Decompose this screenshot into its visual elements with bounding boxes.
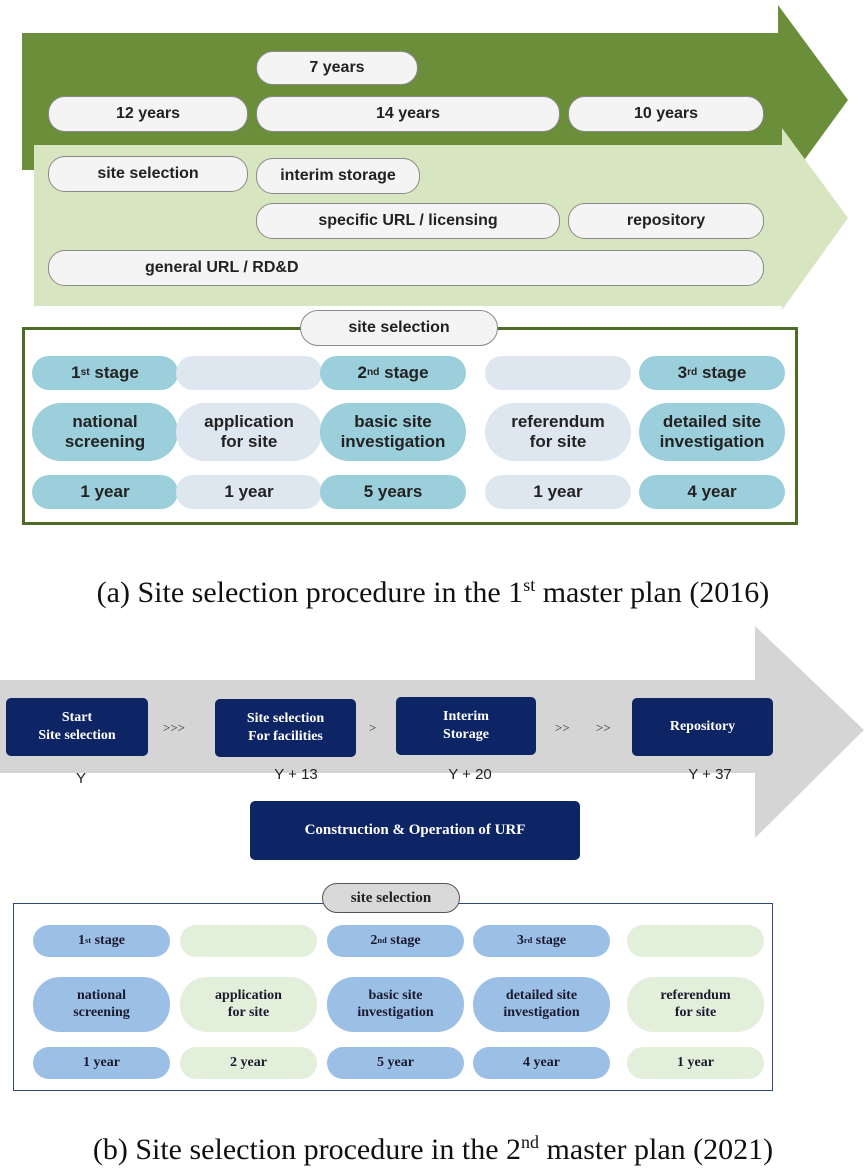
activity-line: detailed site bbox=[505, 987, 578, 1003]
milestone-4: Repository bbox=[632, 698, 773, 756]
panel-b-stage-duration-2: 2 year bbox=[180, 1047, 317, 1079]
panel-b-box-title: site selection bbox=[322, 883, 460, 913]
panel-b-stage-duration-3: 5 year bbox=[327, 1047, 464, 1079]
panel-a-stage-duration-1: 1 year bbox=[32, 475, 178, 509]
panel-b-stage-duration-1: 1 year bbox=[33, 1047, 170, 1079]
stage-word: stage bbox=[89, 362, 139, 382]
stage-number: 2 bbox=[357, 362, 367, 382]
arrow-2: > bbox=[369, 720, 377, 735]
year-2: Y + 13 bbox=[274, 766, 318, 783]
activity-line: national bbox=[76, 987, 126, 1003]
activity-line: referendum bbox=[511, 411, 605, 431]
activity-line: for site bbox=[220, 432, 278, 451]
panel-b-stage-duration-5: 1 year bbox=[627, 1047, 764, 1079]
stage-suffix: rd bbox=[687, 366, 698, 378]
activity-line: screening bbox=[73, 1004, 130, 1020]
arrow-3: >> bbox=[555, 720, 570, 735]
timeline-label-2: 14 years bbox=[256, 96, 560, 132]
timeline-label-1: 12 years bbox=[48, 96, 248, 132]
caption-a: (a) Site selection procedure in the 1st … bbox=[96, 575, 770, 609]
repository-activity: repository bbox=[568, 203, 764, 239]
panel-a-stage-duration-2: 1 year bbox=[176, 475, 322, 509]
year-4: Y + 37 bbox=[688, 766, 732, 783]
stage-number: 2 bbox=[370, 932, 378, 948]
panel-b-stage-duration-4: 4 year bbox=[473, 1047, 610, 1079]
activity-line: investigation bbox=[503, 1004, 580, 1020]
arrow-4: >> bbox=[596, 720, 611, 735]
activity-line: basic site bbox=[368, 987, 423, 1003]
caption-b: (b) Site selection procedure in the 2nd … bbox=[92, 1132, 774, 1166]
stage-word: stage bbox=[379, 362, 429, 382]
year-3: Y + 20 bbox=[448, 766, 492, 783]
stage-word: stage bbox=[91, 932, 125, 948]
panel-b-stage-label-5 bbox=[627, 925, 764, 957]
activity-line: screening bbox=[64, 432, 146, 451]
activity-line: national bbox=[72, 411, 138, 431]
general-url-bar: general URL / RD&D bbox=[48, 250, 764, 286]
panel-b-stage-label-2 bbox=[180, 925, 317, 957]
stage-suffix: st bbox=[80, 366, 90, 378]
stage-suffix: nd bbox=[366, 366, 380, 378]
specific-url-activity: specific URL / licensing bbox=[256, 203, 560, 239]
activity-line: for site bbox=[227, 1004, 270, 1020]
stage-number: 1 bbox=[71, 362, 81, 382]
panel-a-stage-duration-3: 5 years bbox=[320, 475, 466, 509]
stage-number: 3 bbox=[516, 932, 524, 948]
activity-line: investigation bbox=[659, 432, 765, 451]
stage-word: stage bbox=[697, 362, 747, 382]
stage-suffix: rd bbox=[523, 935, 533, 945]
stage-suffix: st bbox=[85, 935, 92, 945]
stage-suffix: nd bbox=[377, 935, 387, 945]
activity-line: investigation bbox=[340, 432, 446, 451]
interim-storage-activity: interim storage bbox=[256, 158, 420, 194]
site-selection-activity: site selection bbox=[48, 156, 248, 192]
year-1: Y bbox=[75, 770, 86, 787]
stage-word: stage bbox=[386, 932, 421, 948]
activity-line: referendum bbox=[660, 987, 731, 1003]
panel-a-box-title: site selection bbox=[300, 310, 498, 346]
panel-a-stage-duration-4: 1 year bbox=[485, 475, 631, 509]
timeline-top-label: 7 years bbox=[256, 51, 418, 85]
timeline-label-3: 10 years bbox=[568, 96, 764, 132]
panel-a-stage-label-2 bbox=[176, 356, 322, 390]
stage-number: 1 bbox=[78, 932, 86, 948]
stage-word: stage bbox=[532, 932, 567, 948]
stage-number: 3 bbox=[677, 362, 688, 382]
activity-line: investigation bbox=[357, 1004, 434, 1020]
arrow-1: >>> bbox=[163, 720, 185, 735]
activity-line: detailed site bbox=[662, 411, 762, 431]
activity-line: basic site bbox=[354, 411, 432, 431]
activity-line: for site bbox=[529, 432, 587, 451]
activity-line: application bbox=[215, 987, 282, 1003]
activity-line: for site bbox=[674, 1004, 717, 1020]
activity-line: application bbox=[204, 411, 294, 431]
panel-a-stage-duration-5: 4 year bbox=[639, 475, 785, 509]
panel-a-stage-label-4 bbox=[485, 356, 631, 390]
urf-box: Construction & Operation of URF bbox=[250, 801, 580, 860]
